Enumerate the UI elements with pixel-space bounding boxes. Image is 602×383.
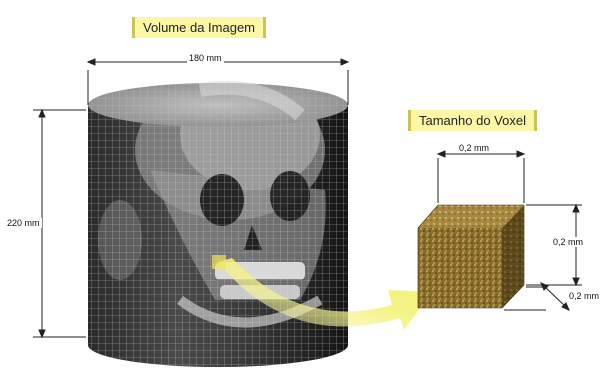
voxel-top-label: 0,2 mm — [457, 143, 491, 153]
volume-width-label: 180 mm — [187, 53, 224, 63]
voxel-marker — [212, 255, 226, 269]
volume-height-label: 220 mm — [5, 218, 42, 228]
voxel-title: Tamanho do Voxel — [408, 110, 537, 131]
voxel-depth-label: 0,2 mm — [567, 291, 601, 301]
voxel-right-label: 0,2 mm — [551, 237, 585, 247]
cylinder-volume — [88, 80, 348, 367]
cube-front-face — [418, 228, 502, 308]
volume-title: Volume da Imagem — [132, 17, 266, 38]
voxel-top-dimension-line — [438, 151, 524, 203]
voxel-cube — [418, 205, 524, 308]
cylinder-grid — [88, 105, 348, 367]
